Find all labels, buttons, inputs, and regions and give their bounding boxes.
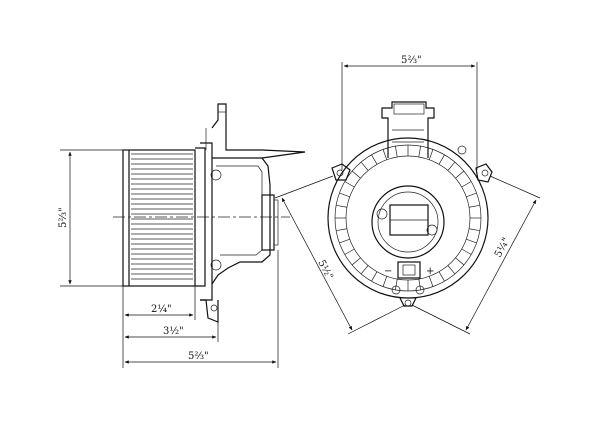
housing-rib xyxy=(466,238,477,244)
housing-rib xyxy=(371,154,378,165)
terminal-negative-symbol: − xyxy=(384,266,392,277)
housing-rib xyxy=(466,192,477,198)
outer-housing-ring xyxy=(327,137,489,299)
housing-rib xyxy=(461,248,472,255)
top-connector-housing xyxy=(381,101,435,158)
housing-rib xyxy=(418,278,422,290)
motor-flange xyxy=(195,147,206,287)
housing-rib xyxy=(336,204,348,208)
housing-rib xyxy=(468,228,480,232)
label-hub-width: 2¼" xyxy=(151,304,172,315)
housing-rib xyxy=(344,181,355,188)
housing-rib xyxy=(351,257,361,266)
housing-rib xyxy=(371,271,378,282)
housing-rib xyxy=(428,149,434,160)
dim-line-front-left-diag xyxy=(281,197,353,331)
housing-rib xyxy=(447,265,456,275)
housing-ribs xyxy=(335,145,481,291)
housing-rib xyxy=(351,170,361,179)
housing-rib xyxy=(428,276,434,287)
housing-rib xyxy=(339,192,350,198)
motor-end-cap xyxy=(261,194,275,251)
motor-opening xyxy=(371,185,445,259)
mounting-ear-right xyxy=(475,163,493,183)
motor-housing xyxy=(211,157,271,285)
housing-rib xyxy=(461,181,472,188)
housing-rib xyxy=(447,161,456,171)
housing-rib xyxy=(438,154,445,165)
housing-rib xyxy=(455,170,465,179)
terminal-connector xyxy=(397,261,421,279)
small-tab-top-right xyxy=(457,145,467,155)
label-front-right-diag: 5¼" xyxy=(493,236,512,259)
terminal-positive-symbol: + xyxy=(426,266,434,277)
blower-wheel xyxy=(122,149,196,287)
label-front-width: 5⅔" xyxy=(401,55,422,66)
wheel-blades xyxy=(131,153,193,280)
housing-rib xyxy=(360,265,369,275)
mounting-ear-bottom xyxy=(399,297,417,307)
housing-rib xyxy=(394,278,398,290)
housing-rib xyxy=(455,257,465,266)
label-side-height: 5⅔" xyxy=(58,207,69,228)
housing-rib xyxy=(344,248,355,255)
housing-rib xyxy=(468,204,480,208)
housing-rib xyxy=(394,146,398,158)
label-mid-width: 3½" xyxy=(163,326,184,337)
housing-rib xyxy=(418,146,422,158)
bottom-mounting-lug xyxy=(200,299,219,323)
mounting-bracket xyxy=(211,103,306,159)
label-total-width: 5⅔" xyxy=(188,351,209,362)
label-front-left-diag: 5½" xyxy=(315,258,334,281)
housing-rib xyxy=(336,228,348,232)
housing-rib xyxy=(360,161,369,171)
housing-rib xyxy=(382,276,388,287)
dim-line-front-right-diag xyxy=(465,199,537,331)
mounting-ear-left xyxy=(331,163,351,181)
housing-rib xyxy=(382,149,388,160)
side-view: 5⅔" 2¼" 3½" 5⅔" xyxy=(58,103,306,368)
front-view: − + 5⅔" 5½" 5¼" xyxy=(274,55,541,335)
housing-rib xyxy=(438,271,445,282)
housing-rib xyxy=(339,238,350,244)
